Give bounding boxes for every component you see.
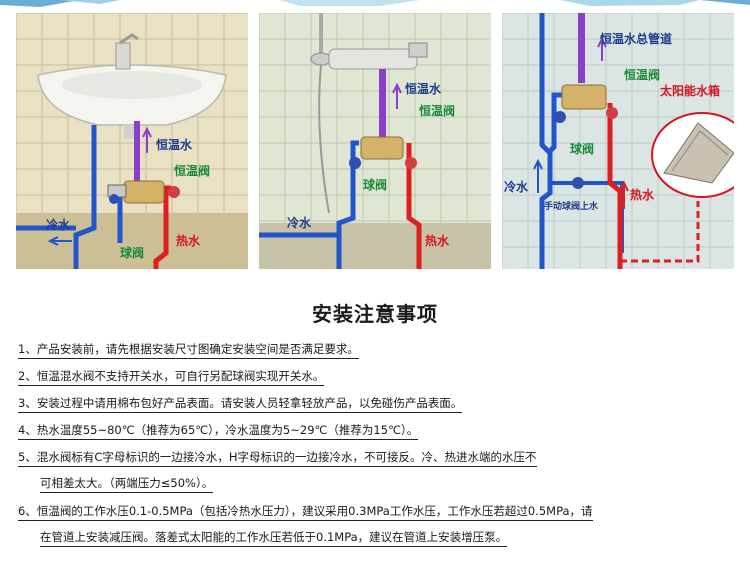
label-ball-valve: 球阀 — [120, 245, 144, 260]
label-ball-valve: 球阀 — [363, 177, 387, 192]
label-manual-ball-valve: 手动球阀上水 — [544, 200, 599, 212]
label-thermostatic-valve: 恒温阀 — [624, 67, 660, 82]
label-constant-water: 恒温水 — [156, 137, 193, 152]
label-ball-valve: 球阀 — [570, 141, 594, 156]
label-hot-water: 热水 — [425, 233, 450, 248]
washbasin-diagram: 恒温水 恒温阀 冷水 球阀 热水 — [16, 13, 248, 269]
label-cold-water: 冷水 — [287, 215, 312, 230]
shower-diagram: 恒温水 恒温阀 球阀 冷水 热水 — [259, 13, 491, 269]
note-item: 5、混水阀标有C字母标识的一边接冷水，H字母标识的一边接冷水，不可接反。冷、热进… — [18, 448, 738, 502]
top-decorative-strip — [0, 0, 750, 8]
label-cold-water: 冷水 — [504, 179, 529, 194]
note-item: 6、恒温阀的工作水压0.1-0.5MPa（包括冷热水压力），建议采用0.3MPa… — [18, 502, 738, 556]
label-hot-water: 热水 — [176, 233, 201, 248]
label-solar-tank: 太阳能水箱 — [660, 83, 720, 98]
solar-diagram: 恒温水总管道 恒温阀 太阳能水箱 球阀 冷水 热水 手动球阀上水 — [502, 13, 734, 269]
label-thermostatic-valve: 恒温阀 — [419, 103, 455, 118]
label-thermostatic-valve: 恒温阀 — [174, 163, 210, 178]
note-item: 4、热水温度55~80℃（推荐为65℃），冷水温度为5~29℃（推荐为15℃）。 — [18, 421, 738, 448]
label-constant-water: 恒温水 — [405, 81, 442, 96]
note-item: 3、安装过程中请用棉布包好产品表面。请安装人员轻拿轻放产品，以免碰伤产品表面。 — [18, 394, 738, 421]
label-main-pipe: 恒温水总管道 — [600, 31, 672, 46]
installation-notes: 1、产品安装前，请先根据安装尺寸图确定安装空间是否满足要求。 2、恒温混水阀不支… — [18, 340, 738, 556]
note-item: 2、恒温混水阀不支持开关水，可自行另配球阀实现开关水。 — [18, 367, 738, 394]
note-item: 1、产品安装前，请先根据安装尺寸图确定安装空间是否满足要求。 — [18, 340, 738, 367]
page-title: 安装注意事项 — [312, 302, 438, 326]
label-hot-water: 热水 — [630, 187, 655, 202]
label-cold-water: 冷水 — [46, 217, 71, 232]
